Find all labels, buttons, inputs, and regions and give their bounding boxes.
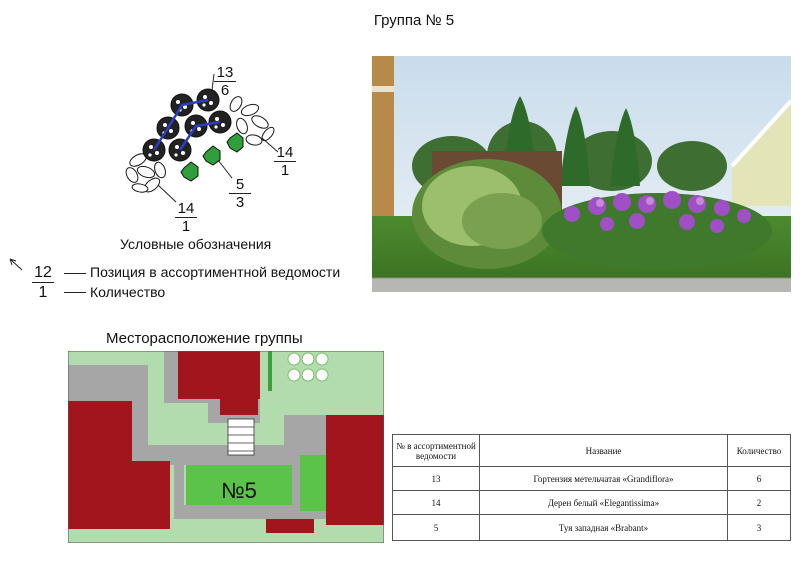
legend-title: Условные обозначения (120, 236, 272, 252)
dogwood-shrub-right (229, 96, 275, 146)
cell-name: Гортензия метельчатая «Grandiflora» (479, 466, 728, 491)
cell-qty: 2 (727, 490, 791, 515)
cell-name: Туя западная «Brabant» (479, 514, 728, 541)
cell-number: 14 (392, 490, 480, 515)
garden-render-photo (372, 56, 791, 292)
stairs (227, 418, 255, 456)
legend-divider (32, 282, 54, 283)
cell-number: 5 (392, 514, 480, 541)
planting-scheme (125, 73, 279, 203)
legend-count-label: Количество (90, 284, 166, 300)
cell-qty: 3 (727, 514, 791, 541)
site-plan (68, 351, 384, 543)
col-header-qty: Количество (727, 434, 791, 467)
cell-number: 13 (392, 466, 480, 491)
table-row: 14 Дерен белый «Elegantissima» 2 (392, 490, 791, 515)
hydrangea-group (142, 88, 232, 162)
table-row: 13 Гортензия метельчатая «Grandiflora» 6 (392, 466, 791, 491)
cell-qty: 6 (727, 466, 791, 491)
tree-symbols (287, 352, 329, 382)
table-header-row: № в ассортиментной ведомости Название Ко… (392, 434, 791, 467)
col-header-name: Название (479, 434, 728, 467)
group-5-bed (186, 465, 292, 505)
col-header-number: № в ассортиментной ведомости (392, 434, 480, 467)
legend-leader-top (64, 273, 86, 274)
assortment-table: № в ассортиментной ведомости Название Ко… (392, 434, 791, 541)
arrow-icon (9, 258, 23, 271)
legend-count: 1 (38, 284, 48, 301)
dogwood-shrub-left (125, 153, 166, 193)
buildings (68, 351, 384, 533)
page-title: Группа № 5 (373, 12, 455, 29)
site-plan-title: Месторасположение группы (106, 330, 303, 347)
legend-position-label: Позиция в ассортиментной ведомости (90, 264, 341, 280)
cell-name: Дерен белый «Elegantissima» (479, 490, 728, 515)
side-bed (300, 455, 326, 511)
thuja-group (180, 132, 244, 182)
group-5-label: №5 (221, 478, 257, 503)
legend-number: 12 (34, 264, 52, 281)
legend-leader-bottom (64, 292, 86, 293)
table-row: 5 Туя западная «Brabant» 3 (392, 514, 791, 541)
